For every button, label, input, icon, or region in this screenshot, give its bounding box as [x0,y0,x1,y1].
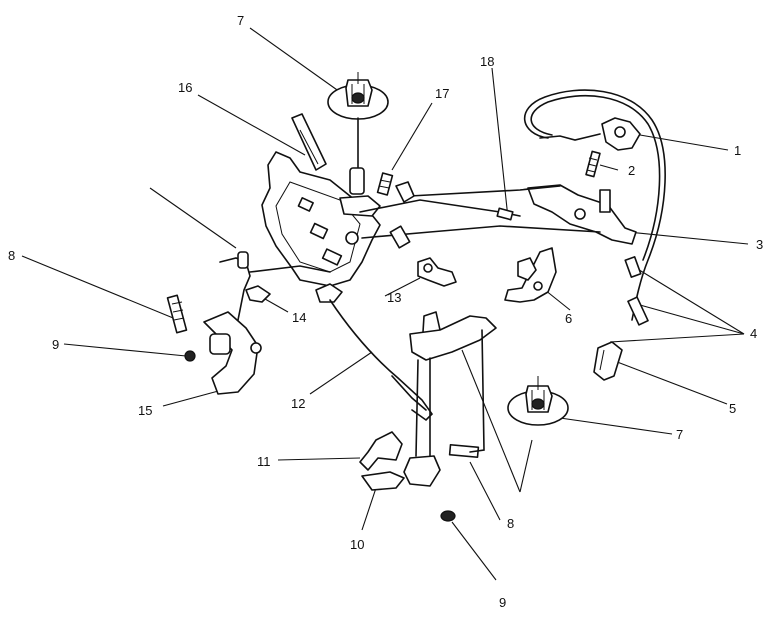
leader-lines [21,27,749,581]
callout-9-left: 9 [52,337,59,352]
callout-16: 16 [178,80,192,95]
top-shaft [339,117,381,217]
callout-9-bottom: 9 [499,595,506,610]
lower-mechanism [359,311,497,522]
part-6-lever [504,247,557,303]
part-7-bottom-knob [507,376,569,426]
callout-3: 3 [756,237,763,252]
part-3-bracket [519,184,637,245]
callout-8-left: 8 [8,248,15,263]
callout-18: 18 [480,54,494,69]
callout-6: 6 [565,311,572,326]
part-18-rods [359,181,601,249]
part-16-plate [291,113,327,171]
callout-7-top: 7 [237,13,244,28]
main-frame [261,151,434,422]
callout-13: 13 [387,290,401,305]
callout-1: 1 [734,143,741,158]
part-5-fitting [593,341,623,381]
callout-5: 5 [729,401,736,416]
callout-10: 10 [350,537,364,552]
callout-15: 15 [138,403,152,418]
callout-11: 11 [257,454,271,469]
callout-14: 14 [292,310,306,325]
callout-2: 2 [628,163,635,178]
part-2-spring [585,150,601,178]
part-7-top-knob [327,72,389,120]
callout-8-bottom: 8 [507,516,514,531]
callout-4: 4 [750,326,757,341]
part-17-spring [376,172,394,196]
part-13-bracket [417,257,457,287]
callout-labels: 1 2 3 4 5 6 7 7 8 8 9 9 10 11 12 13 14 1… [8,13,763,610]
callout-7-bottom: 7 [676,427,683,442]
callout-12: 12 [291,396,305,411]
cable-assembly [523,89,666,326]
callout-17: 17 [435,86,449,101]
left-mechanism [166,251,331,395]
part-1-clip [539,117,641,151]
part-14-clip [245,285,271,303]
